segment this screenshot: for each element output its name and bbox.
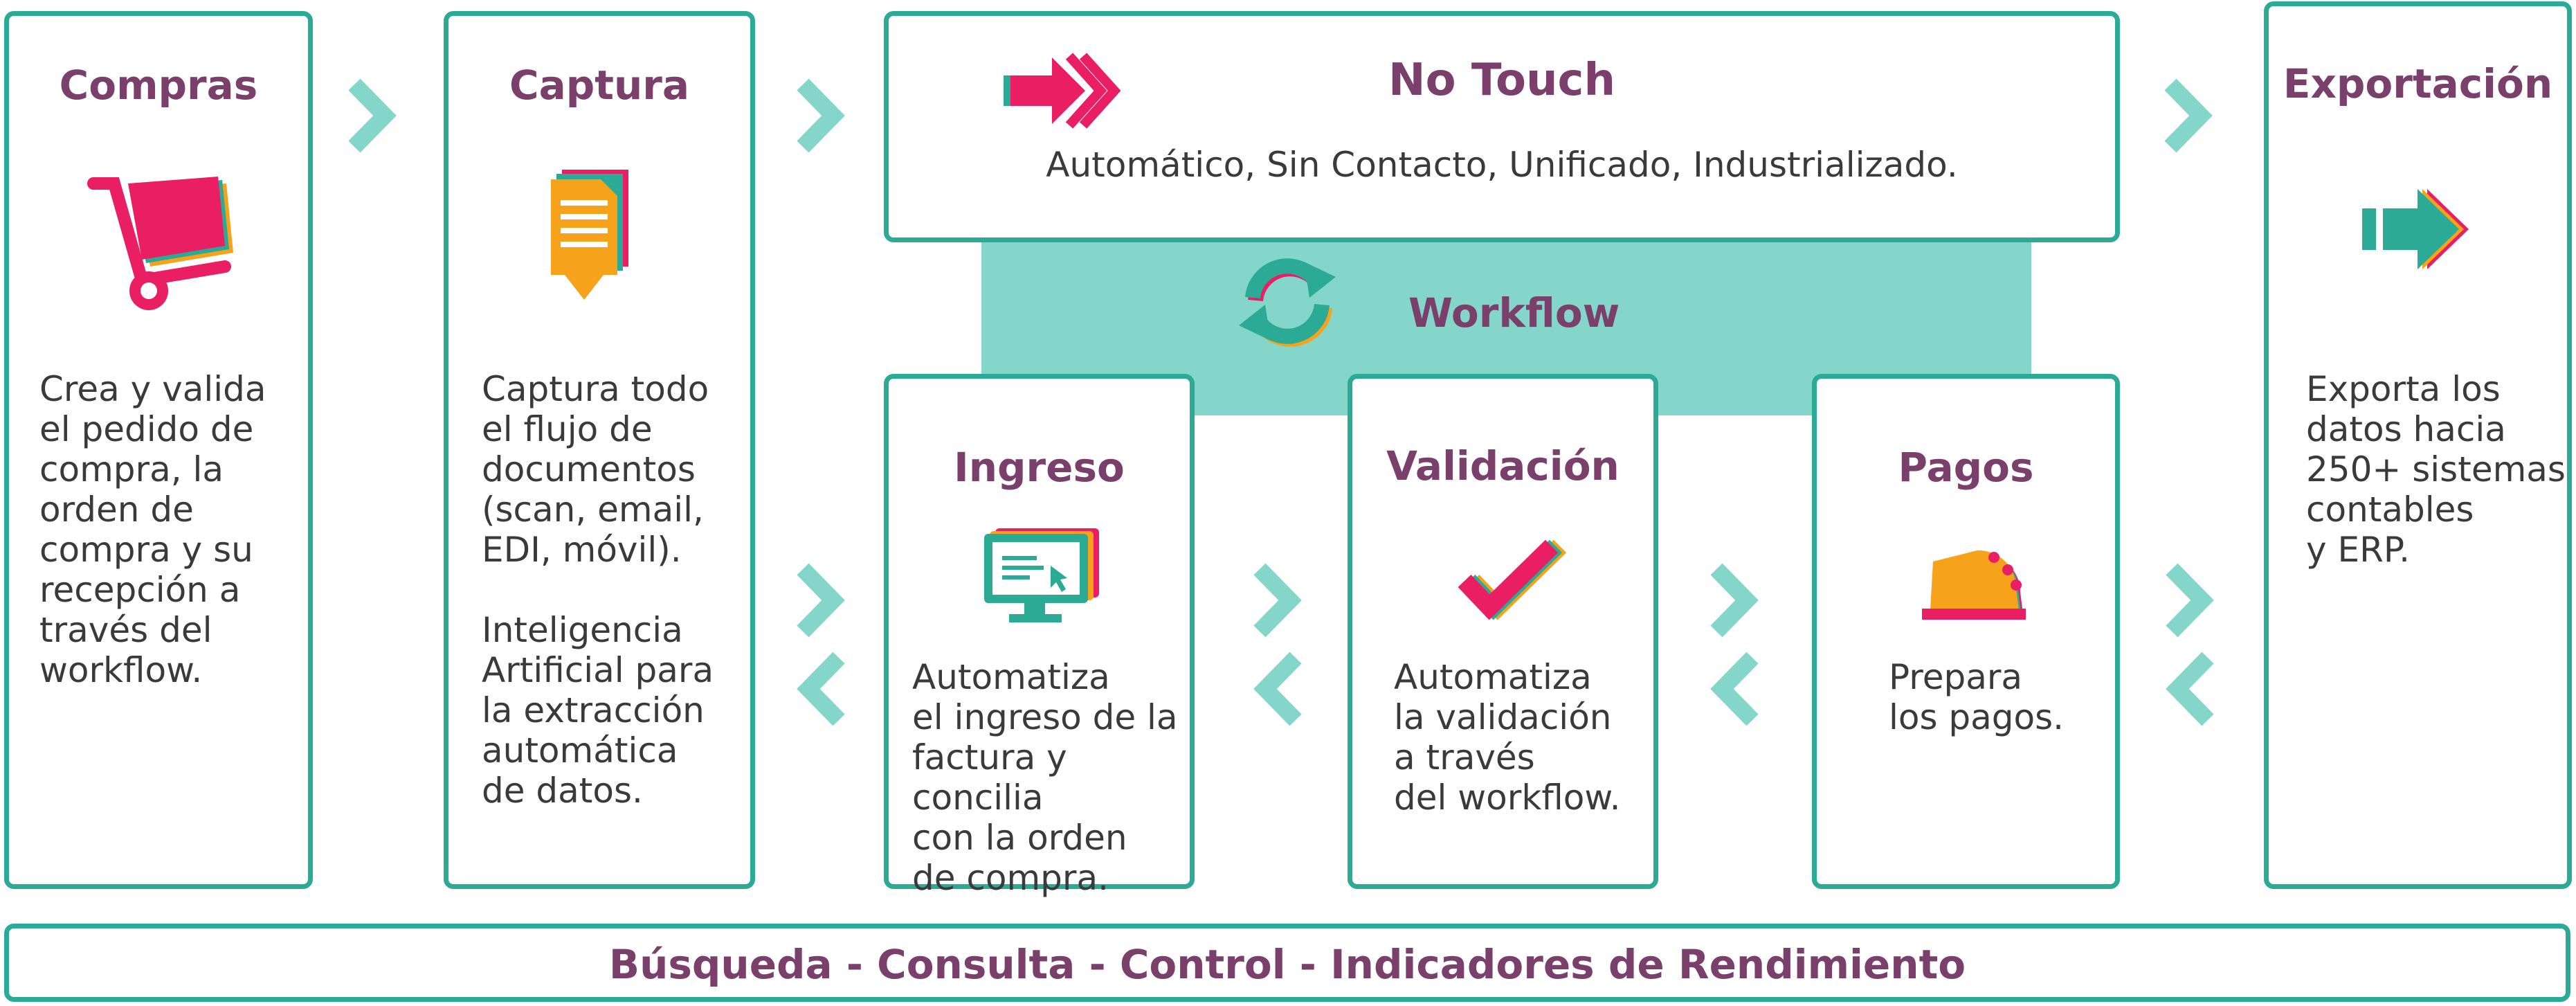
chevron-right-icon: [1710, 563, 1759, 638]
sync-icon: [1239, 258, 1336, 347]
chevron-left-icon: [1253, 652, 1302, 726]
computer-monitor-icon: [984, 528, 1099, 622]
checkmark-icon: [1458, 539, 1567, 620]
chevron-right-icon: [348, 78, 397, 153]
cash-register-icon: [1922, 550, 2026, 620]
stage-validacion: Validación Automatiza la validación a tr…: [1348, 374, 1658, 889]
stage-title: Ingreso: [954, 444, 1125, 491]
stage-pagos: Pagos Prepara los pagos.: [1812, 374, 2120, 889]
stage-title: Pagos: [1898, 444, 2034, 491]
chevron-right-icon: [1253, 563, 1302, 638]
footer-text: Búsqueda - Consulta - Control - Indicado…: [608, 941, 1966, 988]
stage-title: Compras: [59, 62, 258, 109]
stage-title: Validación: [1386, 442, 1620, 489]
chevron-left-icon: [1710, 652, 1759, 726]
stage-description: Captura todo el flujo de documentos (sca…: [482, 369, 714, 811]
no-touch-title: No Touch: [1388, 55, 1615, 106]
chevron-right-icon: [2166, 563, 2214, 638]
stage-description: Exporta los datos hacia 250+ sistemas co…: [2306, 369, 2566, 570]
workflow-label: Workflow: [1408, 289, 1620, 336]
no-touch-panel: No Touch Automático, Sin Contacto, Unifi…: [884, 11, 2120, 242]
stage-captura: Captura Captura todo el flujo de documen…: [444, 11, 755, 889]
stage-ingreso: Ingreso Automatiza el ingreso de la fact…: [884, 374, 1195, 898]
export-arrow-icon: [2362, 189, 2469, 269]
stage-description: Automatiza la validación a través del wo…: [1394, 657, 1621, 818]
document-download-icon: [551, 170, 628, 300]
stage-title: Captura: [509, 62, 689, 109]
stage-description: Automatiza el ingreso de la factura y co…: [912, 657, 1178, 898]
fast-forward-arrow-icon: [1004, 53, 1121, 129]
stage-description: Prepara los pagos.: [1889, 657, 2065, 737]
stage-exportacion: Exportación Exporta los datos hacia 250+…: [2264, 1, 2572, 889]
chevron-right-icon: [797, 78, 845, 153]
chevron-right-icon: [797, 563, 845, 638]
chevron-left-icon: [2166, 652, 2214, 726]
stage-description: Crea y valida el pedido de compra, la or…: [39, 369, 266, 690]
no-touch-subtitle: Automático, Sin Contacto, Unificado, Ind…: [1046, 145, 1958, 185]
chevron-right-icon: [2164, 78, 2213, 153]
stage-compras: Compras Crea y valida el pedido de compr…: [4, 11, 313, 889]
chevron-left-icon: [797, 652, 845, 726]
stage-title: Exportación: [2283, 60, 2553, 107]
hand-truck-icon: [87, 177, 233, 310]
footer-bar: Búsqueda - Consulta - Control - Indicado…: [4, 924, 2570, 1002]
